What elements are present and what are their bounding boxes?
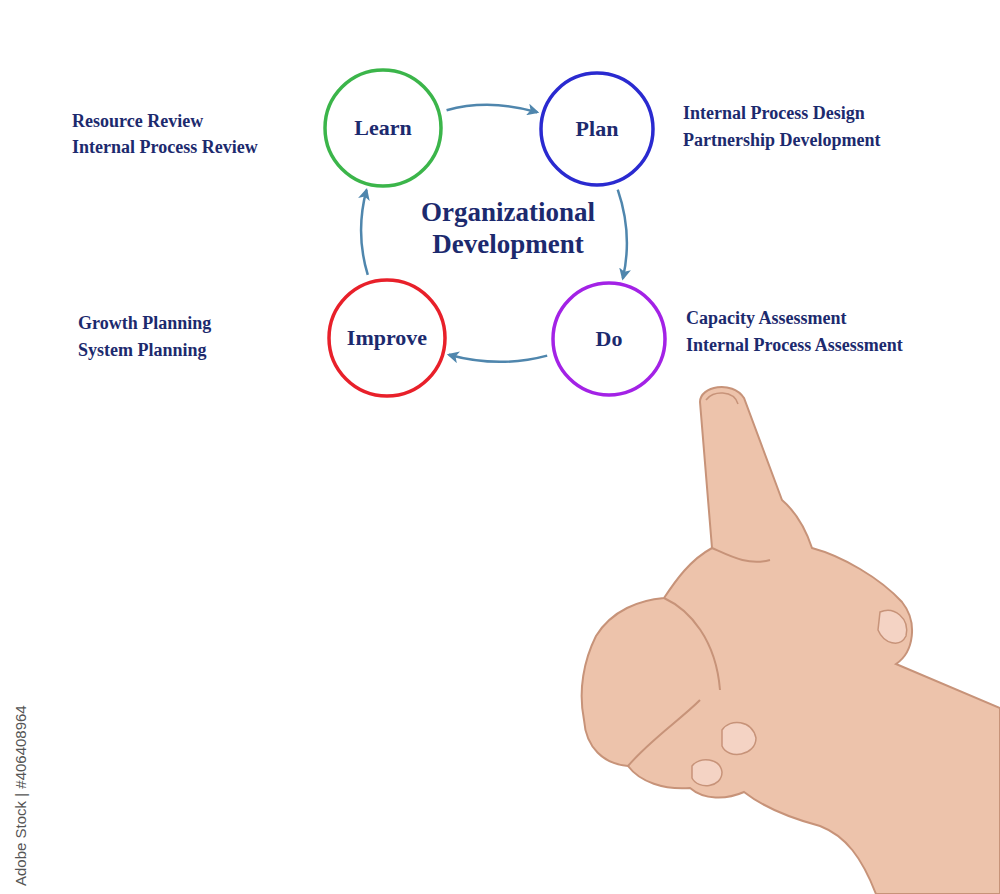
finger-crease [664, 598, 720, 690]
stage-name: Plan [576, 116, 619, 142]
cycle-arrow [618, 190, 627, 279]
cycle-arrow [361, 190, 368, 275]
stage-detail: Internal Process Assessment [686, 335, 903, 356]
finger-crease [628, 700, 700, 766]
hand [582, 387, 1000, 894]
cycle-circle: Do [551, 281, 667, 397]
cycle-circle: Plan [539, 71, 655, 187]
stage-detail: Resource Review [72, 111, 203, 132]
stage-detail: Partnership Development [683, 130, 880, 151]
stage-detail: Internal Process Review [72, 137, 258, 158]
cycle-circle: Learn [323, 68, 443, 188]
diagram-title: Organizational Development [383, 196, 633, 261]
stage-name: Improve [347, 325, 427, 351]
watermark: Adobe Stock | #406408964 [12, 705, 29, 886]
fingertip [706, 393, 738, 404]
fingernail [692, 760, 722, 786]
cycle-arrow [449, 355, 547, 362]
cycle-arrow [447, 105, 538, 112]
stage-detail: Growth Planning [78, 313, 211, 334]
stage-name: Learn [354, 115, 411, 141]
cycle-circle: Improve [327, 278, 447, 398]
stage-name: Do [596, 326, 623, 352]
finger-crease [712, 548, 770, 562]
fingernail [722, 722, 756, 754]
stage-detail: Capacity Assessment [686, 308, 847, 329]
thumb-nail [878, 610, 907, 643]
stage-detail: Internal Process Design [683, 103, 865, 124]
stage-detail: System Planning [78, 340, 207, 361]
